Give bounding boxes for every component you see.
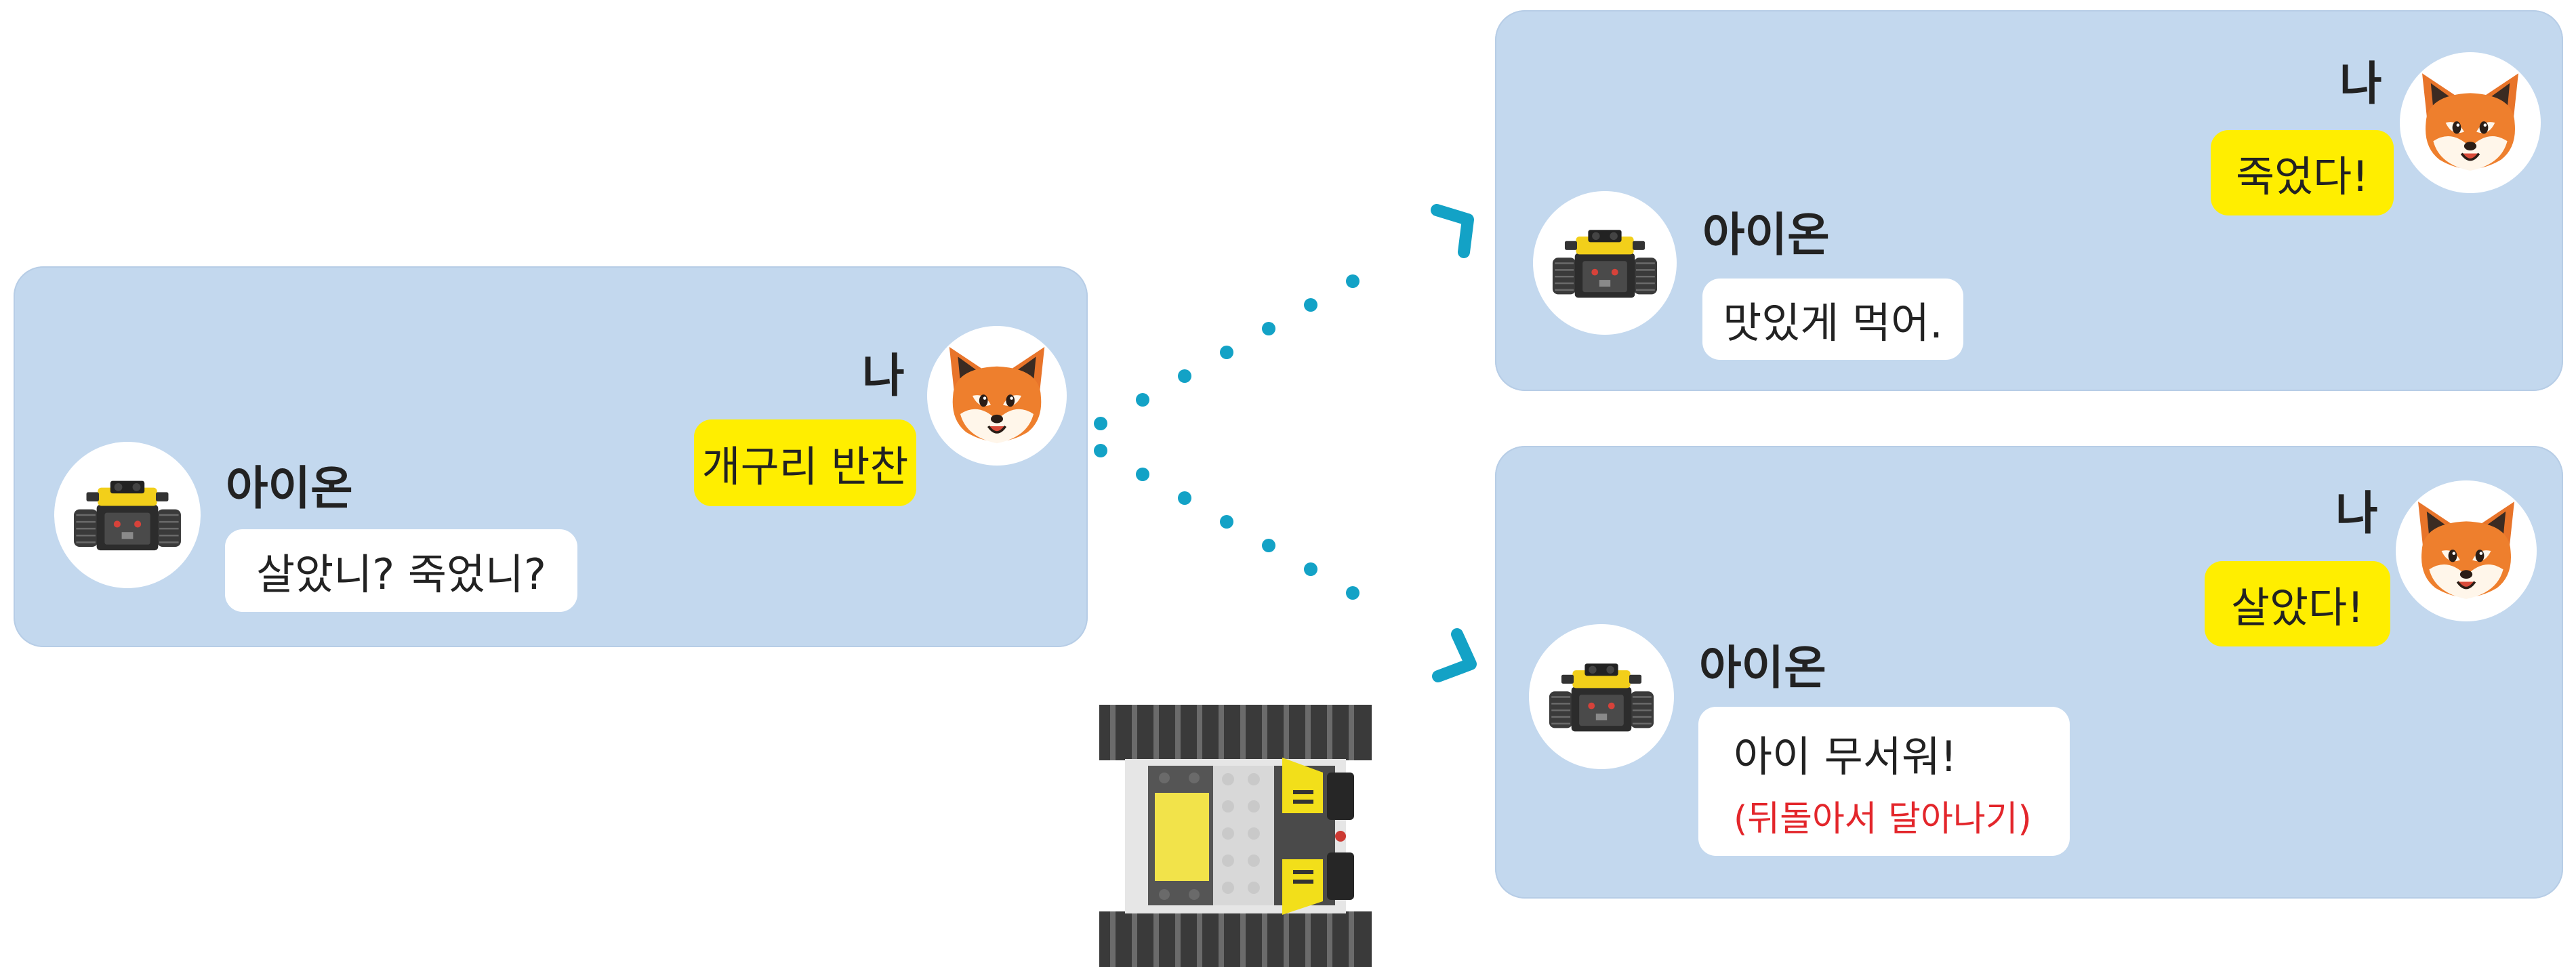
me-message-top-right: 죽었다! [2211,130,2394,215]
tank-robot-icon [1546,658,1657,736]
tank-robot-icon [70,475,184,555]
robot-avatar-left [54,442,201,588]
me-message-left: 개구리 반찬 [694,419,916,506]
me-message-bottom-right: 살았다! [2205,561,2390,646]
fox-avatar-left [927,326,1067,466]
fox-avatar-bottom-right [2396,480,2537,621]
me-name-left: 나 [862,350,905,403]
robot-avatar-top-right [1533,191,1677,335]
robot-message-bottom-right: 아이 무서워! (뒤돌아서 달아나기) [1698,707,2070,856]
robot-message-left: 살았니? 죽었니? [225,529,577,612]
robot-avatar-bottom-right [1529,624,1674,769]
fox-avatar-top-right [2400,52,2541,193]
fox-face-icon [2409,61,2532,184]
fox-face-icon [936,335,1058,457]
dotted-arrow-icon [1094,204,1477,682]
top-right-chat-panel [1495,10,2563,391]
fox-face-icon [2405,489,2528,613]
robot-action-note: (뒤돌아서 달아나기) [1734,798,2032,840]
robot-name-top-right: 아이온 [1702,209,1830,262]
me-name-bottom-right: 나 [2335,487,2378,541]
robot-message-top-right: 맛있게 먹어. [1702,279,1963,360]
robot-top-view-illustration [1099,705,1372,967]
robot-message-text: 아이 무서워! [1734,731,1957,781]
robot-name-bottom-right: 아이온 [1699,642,1826,695]
me-name-top-right: 나 [2339,58,2382,111]
robot-name-left: 아이온 [226,462,353,516]
tank-robot-icon [1549,224,1660,302]
